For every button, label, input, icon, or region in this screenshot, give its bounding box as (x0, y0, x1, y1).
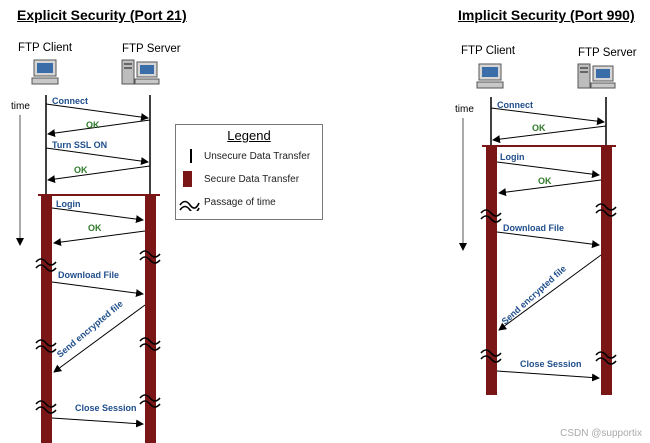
msg-ok: OK (532, 123, 546, 133)
implicit-client-label: FTP Client (461, 45, 516, 57)
arrow-ok (47, 119, 151, 138)
arrow-ok (498, 179, 602, 197)
msg-download-file: Download File (503, 223, 565, 233)
arrow-login (51, 207, 144, 224)
server-icon (121, 59, 160, 85)
arrow-turn-ssl-on (45, 147, 149, 166)
time-break-icon (139, 337, 161, 351)
unsecure-line-icon (190, 149, 192, 163)
legend-title: Legend (227, 128, 271, 143)
msg-ok: OK (88, 223, 102, 233)
passage-of-time-icon (179, 200, 200, 211)
time-break-icon (139, 250, 161, 264)
msg-login: Login (56, 199, 81, 209)
time-break-icon (595, 351, 617, 365)
msg-connect: Connect (497, 100, 533, 110)
msg-ok: OK (538, 176, 552, 186)
computer-icon (476, 63, 504, 89)
arrow-ok (53, 230, 146, 247)
explicit-client-secure-bar (41, 194, 52, 443)
explicit-client-label: FTP Client (18, 42, 73, 54)
msg-download-file: Download File (58, 270, 120, 280)
arrow-download-file (496, 231, 600, 249)
arrow-close-session (496, 370, 600, 382)
legend-item-secure: Secure Data Transfer (204, 174, 300, 185)
time-break-icon (139, 394, 161, 408)
explicit-time-label: time (11, 101, 30, 112)
arrow-connect (45, 103, 149, 122)
watermark: CSDN @supportix (560, 428, 642, 439)
time-break-icon (595, 203, 617, 217)
arrow-send-encrypted-file (53, 304, 146, 373)
msg-close-session: Close Session (75, 403, 137, 413)
explicit-server-secure-bar (145, 194, 156, 443)
implicit-client-secure-bar (486, 145, 497, 395)
msg-close-session: Close Session (520, 359, 582, 369)
time-break-icon (480, 209, 502, 223)
arrow-ok (492, 125, 607, 144)
explicit-server-label: FTP Server (122, 43, 181, 55)
msg-send-encrypted-file: Send encrypted file (500, 263, 568, 326)
implicit-title: Implicit Security (Port 990) (458, 7, 635, 23)
msg-turn-ssl-on: Turn SSL ON (52, 140, 108, 150)
legend-item-unsecure: Unsecure Data Transfer (204, 151, 311, 162)
msg-login: Login (500, 152, 525, 162)
computer-icon (31, 59, 59, 85)
implicit-server-label: FTP Server (578, 47, 637, 59)
implicit-server-secure-bar (601, 145, 612, 395)
implicit-time-label: time (455, 104, 474, 115)
time-break-icon (35, 258, 57, 272)
legend-item-passage-of-time: Passage of time (204, 197, 276, 208)
msg-send-encrypted-file: Send encrypted file (55, 299, 125, 360)
arrow-login (496, 161, 600, 179)
arrow-send-encrypted-file (498, 254, 602, 331)
time-break-icon (35, 400, 57, 414)
arrow-connect (490, 107, 605, 126)
msg-connect: Connect (52, 96, 88, 106)
explicit-title: Explicit Security (Port 21) (17, 7, 187, 23)
arrow-download-file (51, 281, 144, 298)
server-icon (577, 63, 616, 89)
time-break-icon (480, 349, 502, 363)
arrow-close-session (51, 417, 144, 428)
msg-ok: OK (74, 165, 88, 175)
msg-ok: OK (86, 120, 100, 130)
arrow-ok (47, 165, 151, 184)
secure-bar-icon (183, 171, 192, 187)
legend: Legend Unsecure Data Transfer Secure Dat… (175, 124, 323, 220)
time-break-icon (35, 339, 57, 353)
